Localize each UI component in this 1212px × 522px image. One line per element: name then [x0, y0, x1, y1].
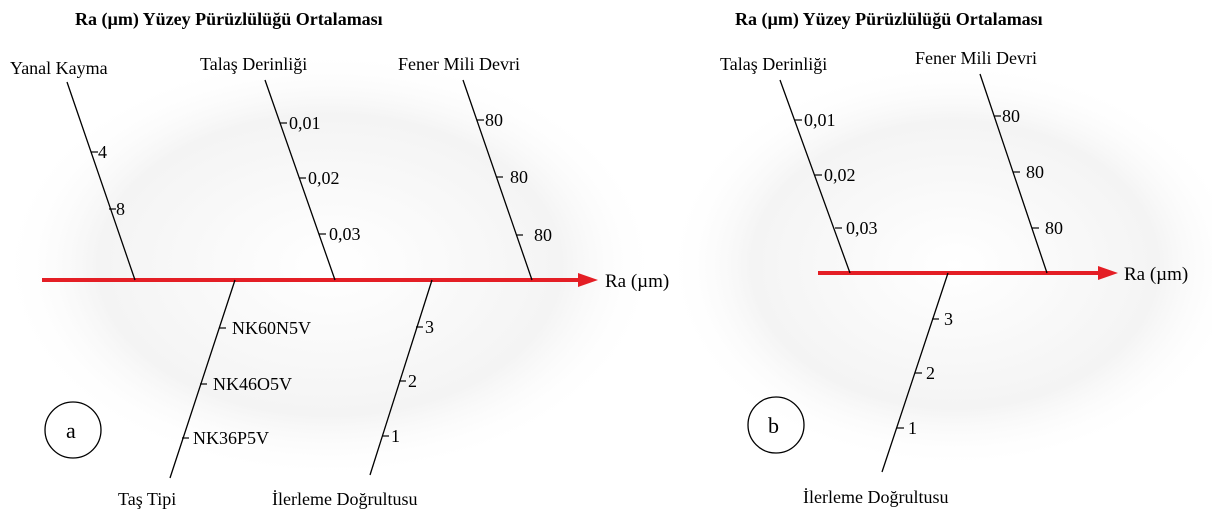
level-ilerleme-dogrultusu-1: 3 [425, 317, 434, 337]
bone-b-fener-mili-devri: Fener Mili Devri 80 80 80 [915, 48, 1063, 274]
bone-line-talas-derinligi [264, 79, 336, 281]
level-tas-tipi-2: NK46O5V [213, 374, 292, 394]
bone-line-b-fener-mili-devri [979, 73, 1048, 274]
level-fener-mili-devri-3: 80 [534, 225, 552, 245]
bone-line-tas-tipi [169, 279, 236, 479]
panel-a-label: a [66, 418, 76, 443]
level-fener-mili-devri-1: 80 [485, 110, 503, 130]
bone-b-talas-derinligi: Talaş Derinliği 0,01 0,02 0,03 [720, 54, 878, 274]
factor-label-fener-mili-devri: Fener Mili Devri [398, 54, 520, 74]
level-b-ilerleme-dogrultusu-1: 3 [944, 309, 953, 329]
level-tas-tipi-1: NK60N5V [232, 318, 311, 338]
level-ilerleme-dogrultusu-2: 2 [408, 371, 417, 391]
diagram-a-output-label: Ra (µm) [605, 271, 669, 292]
level-tas-tipi-3: NK36P5V [193, 428, 269, 448]
factor-label-b-ilerleme-dogrultusu: İlerleme Doğrultusu [803, 487, 948, 507]
bone-line-fener-mili-devri [462, 79, 533, 281]
level-b-talas-derinligi-1: 0,01 [804, 110, 836, 130]
bone-fener-mili-devri: Fener Mili Devri 80 80 80 [398, 54, 552, 281]
diagram-b-arrowhead [1098, 266, 1118, 280]
diagram-b: Ra (µm) Yüzey Pürüzlülüğü Ortalaması Ra … [720, 9, 1188, 507]
diagram-b-output-label: Ra (µm) [1124, 264, 1188, 285]
bone-line-b-talas-derinligi [779, 79, 851, 274]
level-ilerleme-dogrultusu-3: 1 [391, 426, 400, 446]
factor-label-b-fener-mili-devri: Fener Mili Devri [915, 48, 1037, 68]
level-b-fener-mili-devri-1: 80 [1002, 106, 1020, 126]
bone-tas-tipi: NK60N5V NK46O5V NK36P5V Taş Tipi [118, 279, 311, 509]
diagram-a-arrowhead [578, 273, 598, 287]
bone-line-ilerleme-dogrultusu [369, 279, 433, 476]
diagram-b-title: Ra (µm) Yüzey Pürüzlülüğü Ortalaması [735, 9, 1043, 30]
diagram-a: Ra (µm) Yüzey Pürüzlülüğü Ortalaması Ra … [10, 9, 669, 509]
diagram-a-title: Ra (µm) Yüzey Pürüzlülüğü Ortalaması [75, 9, 383, 30]
factor-label-tas-tipi: Taş Tipi [118, 489, 176, 509]
level-talas-derinligi-2: 0,02 [308, 168, 340, 188]
level-yanal-kayma-1: 4 [98, 142, 107, 162]
level-talas-derinligi-1: 0,01 [289, 113, 321, 133]
bone-b-ilerleme-dogrultusu: 3 2 1 İlerleme Doğrultusu [803, 272, 953, 507]
panel-a-circle [44, 401, 102, 459]
level-b-fener-mili-devri-3: 80 [1045, 218, 1063, 238]
level-b-talas-derinligi-3: 0,03 [846, 218, 878, 238]
factor-label-talas-derinligi: Talaş Derinliği [200, 54, 307, 74]
level-talas-derinligi-3: 0,03 [329, 224, 361, 244]
diagram-b-background [665, 60, 1212, 470]
factor-label-yanal-kayma: Yanal Kayma [10, 58, 108, 78]
panel-b-label: b [768, 413, 779, 438]
factor-label-b-talas-derinligi: Talaş Derinliği [720, 54, 827, 74]
level-b-ilerleme-dogrultusu-2: 2 [926, 363, 935, 383]
level-yanal-kayma-2: 8 [116, 199, 125, 219]
level-b-ilerleme-dogrultusu-3: 1 [908, 418, 917, 438]
level-b-talas-derinligi-2: 0,02 [824, 165, 856, 185]
factor-label-ilerleme-dogrultusu: İlerleme Doğrultusu [272, 489, 417, 509]
level-fener-mili-devri-2: 80 [510, 167, 528, 187]
panel-b-circle [747, 396, 805, 454]
bone-yanal-kayma: Yanal Kayma 4 8 [10, 58, 136, 281]
bone-talas-derinligi: Talaş Derinliği 0,01 0,02 0,03 [200, 54, 361, 281]
bone-line-yanal-kayma [66, 81, 136, 281]
bone-ilerleme-dogrultusu: 3 2 1 İlerleme Doğrultusu [272, 279, 434, 509]
level-b-fener-mili-devri-2: 80 [1026, 162, 1044, 182]
